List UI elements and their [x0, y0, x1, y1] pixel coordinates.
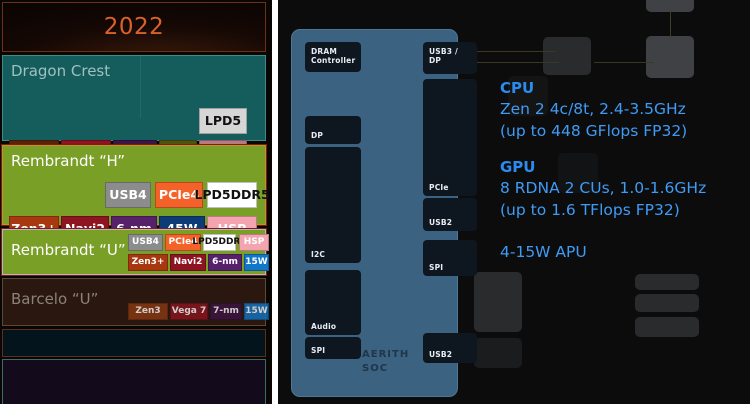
bg-block-6 — [635, 274, 699, 290]
roadmap-row-dragon-crest[interactable]: Dragon Crest LPD5Zen2Navi27-nm9WHSP — [2, 55, 266, 166]
bg-block-10 — [558, 153, 598, 193]
soc-block-spi[interactable]: SPI — [423, 240, 477, 276]
chip-zen3-: Zen3+ — [128, 254, 168, 271]
bg-block-5 — [474, 338, 522, 368]
row-divider — [140, 56, 141, 118]
roadmap-table: 2022 Dragon Crest LPD5Zen2Navi27-nm9WHSP… — [1, 2, 270, 404]
chip-vega-7: Vega 7 — [170, 303, 208, 320]
soc-block-label: SPI — [311, 345, 326, 355]
chip-usb4: USB4 — [128, 234, 163, 251]
year-label: 2022 — [103, 14, 165, 40]
spec-gpu-line-2: (up to 1.6 TFlops FP32) — [500, 201, 680, 219]
bg-block-1 — [646, 0, 694, 12]
chip-pcie4: PCIe4 — [155, 182, 203, 208]
soc-block-label: I2C — [311, 249, 326, 259]
bg-block-4 — [474, 272, 522, 332]
chip-zen3: Zen3 — [128, 303, 168, 320]
spec-cpu-line-2: (up to 448 GFlops FP32) — [500, 122, 688, 140]
soc-block-label: PCIe — [429, 182, 449, 192]
chip-6-nm: 6-nm — [208, 254, 242, 271]
spec-gpu-line-1: 8 RDNA 2 CUs, 1.0-1.6GHz — [500, 179, 707, 197]
soc-block-usb2[interactable]: USB2 — [423, 333, 477, 363]
row-label-barcelo-u: Barcelo “U” — [11, 290, 99, 308]
chip-pcie4: PCIe4 — [165, 234, 201, 251]
bg-block-8 — [635, 317, 699, 337]
soc-block-label: DP — [311, 130, 324, 140]
row-label-rembrandt-u: Rembrandt “U” — [11, 241, 126, 259]
soc-name-line-1: AERITH — [362, 349, 410, 360]
soc-block-usb3-dp[interactable]: USB3 /DP — [423, 42, 477, 74]
panel-divider — [272, 0, 278, 404]
bg-connector-4 — [594, 62, 654, 63]
roadmap-row-empty-1 — [2, 329, 266, 357]
roadmap-row-empty-2 — [2, 359, 266, 404]
year-header: 2022 — [2, 2, 266, 52]
soc-name-line-2: SOC — [362, 363, 389, 374]
bg-block-7 — [635, 294, 699, 312]
soc-block-i2c[interactable]: I2C — [305, 147, 361, 263]
spec-heading-cpu: CPU — [500, 79, 535, 97]
soc-block-dp[interactable]: DP — [305, 116, 361, 144]
soc-block-spi[interactable]: SPI — [305, 337, 361, 359]
soc-block-pcie[interactable]: PCIe — [423, 79, 477, 196]
chip-15w: 15W — [244, 254, 269, 271]
soc-block-label: SPI — [429, 262, 444, 272]
spec-heading-gpu: GPU — [500, 158, 536, 176]
soc-block-label: USB2 — [429, 217, 453, 227]
soc-panel: Other components AERITH SOC DRAMControll… — [278, 0, 750, 404]
bg-connector-5 — [670, 10, 671, 38]
spec-cpu-line-1: Zen 2 4c/8t, 2.4-3.5GHz — [500, 100, 686, 118]
soc-block-label: USB2 — [429, 349, 453, 359]
bg-block-2 — [646, 36, 694, 78]
row-label-rembrandt-h: Rembrandt “H” — [11, 152, 126, 170]
chip-usb4: USB4 — [105, 182, 151, 208]
soc-block-usb2[interactable]: USB2 — [423, 198, 477, 231]
roadmap-panel: 2022 Dragon Crest LPD5Zen2Navi27-nm9WHSP… — [0, 0, 272, 404]
chip-hsp: HSP — [239, 234, 269, 251]
spec-power-line: 4-15W APU — [500, 243, 587, 261]
soc-block-label: Audio — [311, 321, 337, 331]
soc-block-audio[interactable]: Audio — [305, 270, 361, 335]
chip-15w: 15W — [244, 303, 269, 320]
row-label-dragon-crest: Dragon Crest — [11, 62, 111, 80]
chip-7-nm: 7-nm — [210, 303, 242, 320]
chip-lpd5: LPD5 — [199, 108, 247, 134]
bg-block-3 — [543, 37, 591, 75]
bg-block-9 — [508, 76, 548, 116]
roadmap-row-rembrandt-h[interactable]: Rembrandt “H” USB4PCIe4LPD5DDR5Zen3+Navi… — [1, 144, 270, 242]
soc-block-label: USB3 /DP — [429, 47, 458, 66]
chip-navi2: Navi2 — [170, 254, 206, 271]
